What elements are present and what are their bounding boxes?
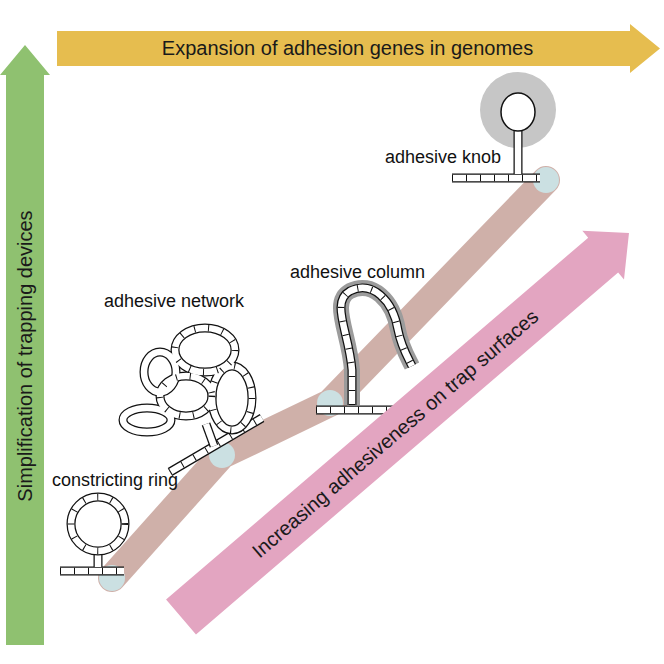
ring-cell (71, 497, 125, 551)
hypha (170, 418, 262, 472)
septa (212, 366, 252, 430)
adhesive-layer (341, 288, 412, 405)
device-label: constricting ring (52, 470, 178, 491)
hypha (452, 174, 540, 183)
septa (175, 328, 235, 372)
device-label: adhesive network (104, 291, 244, 312)
septa (71, 497, 125, 551)
arrow-body (0, 45, 50, 645)
loop (123, 408, 171, 432)
hypha (452, 175, 540, 182)
column (341, 288, 412, 405)
stalk (514, 130, 523, 174)
ring-cell (71, 497, 125, 551)
arrow-body (57, 24, 660, 73)
arrow-label: Increasing adhesiveness on trap surfaces (248, 305, 543, 563)
hypha (60, 568, 124, 575)
septa (452, 175, 540, 182)
septa (341, 288, 412, 405)
arrow-body (160, 209, 650, 642)
column (341, 288, 412, 405)
septa (160, 376, 212, 416)
loop (144, 352, 176, 392)
hypha (60, 567, 124, 576)
device-label: adhesive column (290, 262, 425, 283)
simplification-arrow: Simplification of trapping devices (6, 45, 44, 645)
adhesive-column-figure (316, 288, 412, 410)
knob-cell (501, 93, 535, 131)
arrow-label: Expansion of adhesion genes in genomes (162, 37, 533, 60)
stalk (515, 130, 522, 174)
loop (123, 408, 171, 432)
stalk (206, 424, 214, 446)
stalk (206, 424, 214, 446)
constricting-ring-figure (60, 497, 125, 571)
gene-expansion-arrow: Expansion of adhesion genes in genomes (57, 31, 660, 66)
septa (60, 568, 124, 575)
loop (212, 366, 252, 430)
arrow-label: Simplification of trapping devices (14, 210, 37, 501)
loop (212, 366, 252, 430)
hypha (170, 418, 262, 472)
device-label: adhesive knob (385, 147, 501, 168)
septa (170, 418, 262, 472)
adhesive-network-figure (123, 328, 262, 472)
